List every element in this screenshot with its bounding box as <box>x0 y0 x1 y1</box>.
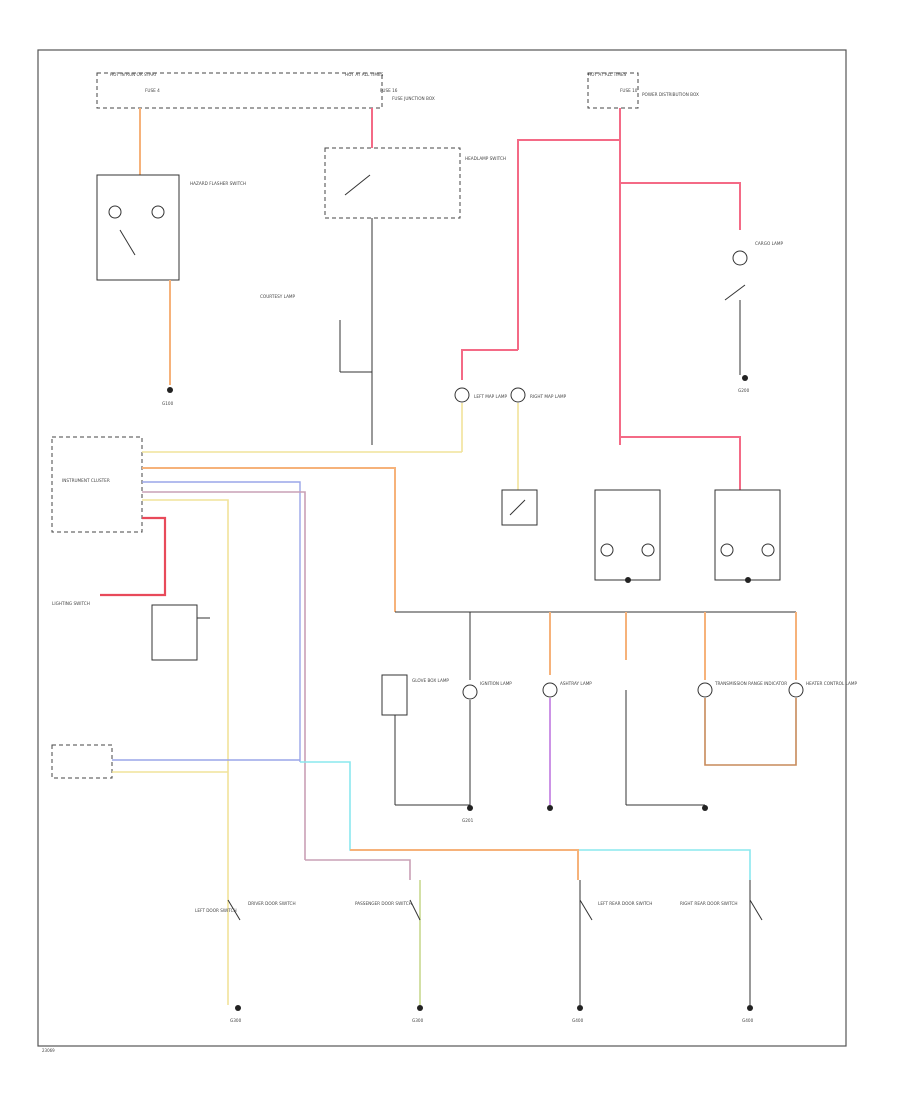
right-door-lamp-box <box>714 489 781 581</box>
wire-map-feed <box>461 349 518 380</box>
fuse-box-left <box>96 72 383 109</box>
ashtray-lamp-bulb <box>542 682 558 698</box>
right-rear-door-switch-contact <box>749 899 763 921</box>
fuse-box-right <box>587 72 639 109</box>
headlamp-switch-label: HEADLAMP SWITCH <box>465 156 506 161</box>
hazard-bulb-2 <box>151 205 165 219</box>
right-door-bulb-2 <box>761 543 775 557</box>
right-rear-door-switch-label: RIGHT REAR DOOR SWITCH <box>680 901 738 906</box>
door-module-box <box>51 744 113 779</box>
ground-label-g200: G200 <box>738 388 750 393</box>
fuse-label-2: FUSE 16 <box>380 88 398 93</box>
ground-g100 <box>167 387 173 393</box>
ground-label-g300b: G300 <box>412 1018 424 1023</box>
hazard-switch-label: HAZARD FLASHER SWITCH <box>190 181 246 186</box>
ignition-lamp-bulb <box>462 684 478 700</box>
fuse-box-label-1: FUSE JUNCTION BOX <box>392 96 435 101</box>
hot-label-right: HOT AT ALL TIMES <box>588 72 627 77</box>
transmission-lamp-bulb <box>697 682 713 698</box>
left-door-bulb-2 <box>641 543 655 557</box>
headlamp-switch-box <box>324 147 461 219</box>
left-door-switch-label: LEFT DOOR SWITCH <box>195 908 237 913</box>
wire-ic-red <box>100 516 167 597</box>
heater-lamp-bulb <box>788 682 804 698</box>
headlamp-contact <box>344 174 371 196</box>
hazard-switch-box <box>96 174 180 281</box>
wire-trans-heater <box>704 698 797 766</box>
ground-g300-a <box>235 1005 241 1011</box>
ground-g300-b <box>417 1005 423 1011</box>
glove-box-lamp-label: GLOVE BOX LAMP <box>412 678 449 683</box>
left-door-bulb-1 <box>600 543 614 557</box>
courtesy-lamp-label: COURTESY LAMP <box>260 294 296 299</box>
cargo-contact <box>724 284 746 301</box>
instrument-cluster-label: INSTRUMENT CLUSTER <box>62 478 110 483</box>
left-rear-door-switch-label: LEFT REAR DOOR SWITCH <box>598 901 652 906</box>
lighting-switch-label: LIGHTING SWITCH <box>52 601 90 606</box>
transmission-lamp-label: TRANSMISSION RANGE INDICATOR <box>714 681 787 686</box>
map-switch-box <box>501 489 538 526</box>
wire-door-orange <box>350 849 579 880</box>
fuse-label-3: FUSE 10 <box>620 88 638 93</box>
wire-door-mauve <box>305 859 411 880</box>
hazard-bulb-1 <box>108 205 122 219</box>
right-door-bulb-1 <box>720 543 734 557</box>
left-map-lamp-bulb <box>454 387 470 403</box>
passenger-door-switch-label: PASSENGER DOOR SWITCH <box>355 901 412 906</box>
wire-ic-5 <box>142 499 229 860</box>
ashtray-lamp-label: ASHTRAY LAMP <box>560 681 592 686</box>
left-door-switch-contact <box>227 899 241 921</box>
hot-label-mid: HOT AT ALL TIMES <box>345 72 384 77</box>
fuse-box-label-2: POWER DISTRIBUTION BOX <box>642 92 699 97</box>
cargo-lamp-label: CARGO LAMP <box>755 241 783 246</box>
ground-left-door <box>625 577 631 583</box>
ignition-lamp-label: IGNITION LAMP <box>480 681 512 686</box>
driver-door-switch-label: DRIVER DOOR SWITCH <box>248 901 296 906</box>
hot-label-left: HOT IN RUN OR START <box>110 72 157 77</box>
right-map-lamp-bulb <box>510 387 526 403</box>
wire-ic-4 <box>142 491 306 860</box>
passenger-door-switch-contact <box>409 899 421 921</box>
wire-pd-left <box>517 139 620 350</box>
wire-ic-3 <box>142 481 301 762</box>
ground-g400-b <box>747 1005 753 1011</box>
left-door-lamp-box <box>594 489 661 581</box>
ground-label-g201: G201 <box>462 818 474 823</box>
ground-label-g400a: G400 <box>572 1018 584 1023</box>
right-map-lamp-label: RIGHT MAP LAMP <box>530 394 567 399</box>
left-rear-door-switch-contact <box>579 899 593 921</box>
ground-g201-b <box>547 805 553 811</box>
heater-lamp-label: HEATER CONTROL LAMP <box>806 681 857 686</box>
left-map-lamp-label: LEFT MAP LAMP <box>474 394 507 399</box>
fuse-label-1: FUSE 4 <box>145 88 160 93</box>
ground-right-door <box>745 577 751 583</box>
footer-code: 23069 <box>42 1048 55 1053</box>
ground-g201-c <box>702 805 708 811</box>
ground-label-g400b: G400 <box>742 1018 754 1023</box>
ground-label-g300a: G300 <box>230 1018 242 1023</box>
wire-pd-right <box>620 182 741 230</box>
wire-door-cyan <box>300 761 751 880</box>
ground-g201-a <box>467 805 473 811</box>
ground-g200 <box>742 375 748 381</box>
diagram-frame <box>37 49 847 1047</box>
ground-label-g100: G100 <box>162 401 174 406</box>
wire-ic-2 <box>142 467 396 612</box>
wire-door-lamps <box>620 436 741 490</box>
dimmer-relay <box>151 604 198 661</box>
ground-g400-a <box>577 1005 583 1011</box>
glove-box-switch <box>381 674 408 716</box>
map-contact <box>509 499 526 516</box>
instrument-cluster-box <box>51 436 143 533</box>
hazard-contact <box>119 229 136 256</box>
cargo-lamp-bulb <box>732 250 748 266</box>
